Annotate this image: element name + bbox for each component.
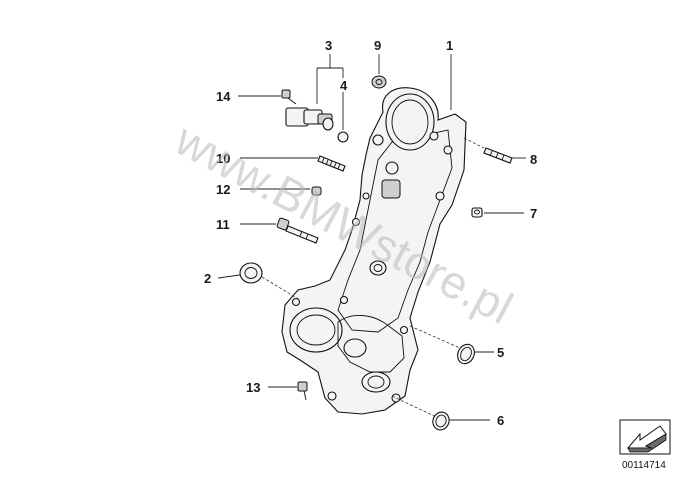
callout-10: 10 — [216, 151, 230, 166]
callout-11: 11 — [216, 217, 230, 232]
stud-bolt-10-part — [317, 155, 346, 172]
stud-8-part — [483, 147, 513, 164]
callout-1: 1 — [446, 38, 453, 53]
dowel-12-part — [311, 186, 322, 196]
corner-icon-box: 00114714 — [619, 419, 671, 471]
callout-7: 7 — [530, 206, 537, 221]
leader-lines — [217, 54, 526, 421]
callout-6: 6 — [497, 413, 504, 428]
shaft-seal-2-part — [239, 262, 263, 284]
callout-8: 8 — [530, 152, 537, 167]
timing-cover-part — [281, 87, 467, 415]
screw-13-part — [297, 381, 308, 401]
sensor-part — [285, 107, 334, 131]
o-ring-part — [337, 131, 349, 143]
callout-9: 9 — [374, 38, 381, 53]
callout-14: 14 — [216, 89, 231, 104]
bolt-11-part — [276, 217, 319, 244]
sleeve-7-part — [471, 207, 483, 218]
callout-2: 2 — [204, 271, 211, 286]
callout-labels: 1 2 3 4 5 6 7 8 9 10 11 12 13 14 — [204, 38, 537, 428]
callout-12: 12 — [216, 182, 230, 197]
diagram-id: 00114714 — [622, 460, 666, 471]
callout-4: 4 — [340, 78, 348, 93]
arrow-left-icon — [626, 425, 667, 453]
callout-3: 3 — [325, 38, 332, 53]
screw-14-part — [281, 89, 297, 105]
callout-13: 13 — [246, 380, 260, 395]
o-ring-5-part — [457, 343, 475, 365]
callout-5: 5 — [497, 345, 504, 360]
o-ring-6-part — [432, 411, 450, 431]
nut-9-part — [371, 75, 387, 89]
